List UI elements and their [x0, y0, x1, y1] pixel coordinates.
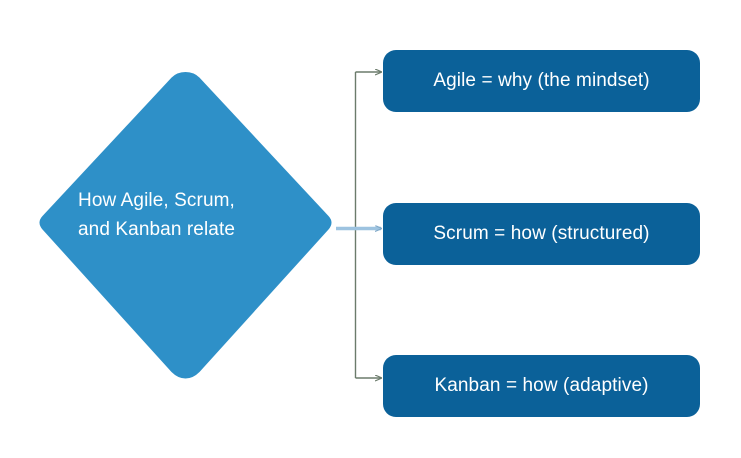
node-box-kanban-label: Kanban = how (adaptive) [434, 375, 649, 396]
node-box-agile[interactable]: Agile = why (the mindset) [383, 50, 700, 112]
node-box-agile-label: Agile = why (the mindset) [433, 70, 650, 91]
node-box-kanban[interactable]: Kanban = how (adaptive) [383, 355, 700, 417]
node-box-scrum[interactable]: Scrum = how (structured) [383, 203, 700, 265]
root-node-label: How Agile, Scrum, and Kanban relate [78, 190, 235, 240]
root-node-diamond[interactable]: How Agile, Scrum, and Kanban relate [33, 68, 338, 382]
node-box-scrum-label: Scrum = how (structured) [433, 223, 650, 244]
diamond-shape [39, 72, 332, 379]
